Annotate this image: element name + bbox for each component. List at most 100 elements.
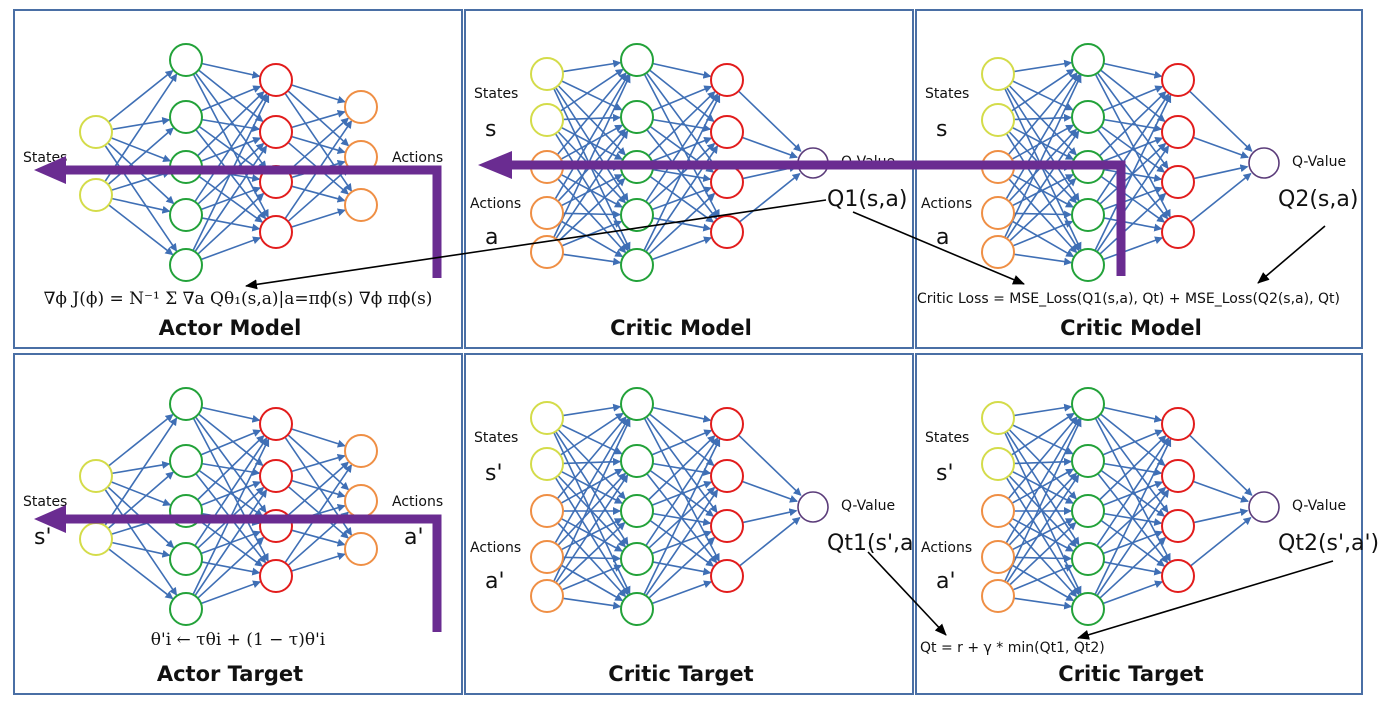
network-edge bbox=[1008, 84, 1077, 156]
panel-title: Critic Target bbox=[1058, 662, 1203, 686]
network-edge bbox=[651, 480, 713, 506]
network-edge bbox=[194, 145, 268, 253]
network-edge bbox=[742, 508, 798, 524]
network-edge bbox=[1094, 438, 1172, 595]
network-edge bbox=[651, 236, 712, 261]
states-label: States bbox=[474, 86, 518, 102]
neuron-node bbox=[981, 540, 1015, 574]
state-var: s bbox=[936, 117, 947, 142]
network-edge bbox=[1096, 437, 1170, 547]
network-edge bbox=[647, 91, 716, 157]
q-value-node bbox=[1248, 491, 1280, 523]
q1-to-critic-loss-arrow bbox=[852, 211, 1025, 285]
actions-label: Actions bbox=[921, 196, 972, 212]
state-var: s' bbox=[34, 525, 52, 550]
panel-title: Actor Target bbox=[157, 662, 303, 686]
neuron-node bbox=[710, 63, 744, 97]
neuron-node bbox=[344, 484, 378, 518]
network-edges bbox=[1004, 59, 1253, 266]
neuron-node bbox=[169, 542, 203, 576]
neuron-node bbox=[79, 178, 113, 212]
neuron-node bbox=[981, 447, 1015, 481]
network-edge bbox=[1010, 412, 1075, 456]
network-edge bbox=[1193, 508, 1249, 524]
neuron-node bbox=[259, 215, 293, 249]
network-edge bbox=[1011, 124, 1075, 160]
neuron-node bbox=[79, 459, 113, 493]
network-edge bbox=[1189, 173, 1252, 223]
panel-border bbox=[464, 9, 914, 349]
actions-label: Actions bbox=[921, 540, 972, 556]
network-edge bbox=[200, 580, 261, 605]
network-edge bbox=[652, 406, 712, 423]
actions-label: Actions bbox=[470, 196, 521, 212]
network-edge bbox=[1007, 72, 1078, 156]
action-var: a bbox=[485, 225, 498, 250]
state-var: s' bbox=[485, 461, 503, 486]
neuron-node bbox=[710, 165, 744, 199]
neuron-node bbox=[710, 459, 744, 493]
neuron-node bbox=[710, 509, 744, 543]
panel-border bbox=[13, 9, 463, 349]
network-edge bbox=[556, 416, 627, 500]
network-edge bbox=[291, 453, 346, 473]
network-edge bbox=[107, 127, 174, 186]
neuron-node bbox=[1161, 559, 1195, 593]
network-edge bbox=[111, 541, 171, 558]
network-edge bbox=[287, 485, 349, 539]
network-edge bbox=[558, 177, 626, 242]
q-value-var: Q2(s,a) bbox=[1278, 187, 1358, 212]
neuron-node bbox=[981, 579, 1015, 613]
network-edge bbox=[737, 434, 802, 496]
network-edge bbox=[562, 597, 622, 610]
actor-target-flow-arrow bbox=[62, 514, 442, 632]
neuron-node bbox=[259, 407, 293, 441]
network-edge bbox=[738, 173, 801, 223]
neuron-node bbox=[169, 43, 203, 77]
network-edge bbox=[1103, 406, 1163, 423]
state-var: s' bbox=[936, 461, 954, 486]
network-edge bbox=[557, 428, 626, 500]
update-formula: θ'i ← τθi + (1 − τ)θ'i bbox=[151, 630, 326, 650]
neuron-node bbox=[620, 100, 654, 134]
neuron-node bbox=[530, 540, 564, 574]
network-edge bbox=[558, 521, 626, 586]
neuron-node bbox=[710, 115, 744, 149]
network-edge bbox=[104, 73, 178, 183]
neuron-node bbox=[981, 196, 1015, 230]
neuron-node bbox=[981, 57, 1015, 91]
network-edge bbox=[107, 69, 174, 123]
network-nodes bbox=[981, 43, 1280, 282]
network-edge bbox=[1099, 69, 1166, 123]
network-edge bbox=[287, 117, 350, 173]
neuron-node bbox=[530, 494, 564, 528]
neuron-node bbox=[344, 90, 378, 124]
neuron-node bbox=[169, 100, 203, 134]
neuron-node bbox=[1071, 43, 1105, 77]
network-edge bbox=[201, 62, 261, 79]
network-edge bbox=[287, 167, 350, 223]
network-edge bbox=[1013, 597, 1073, 610]
network-edge bbox=[1102, 236, 1163, 261]
network-edge bbox=[1098, 91, 1167, 157]
network-edge bbox=[561, 220, 623, 247]
network-edge bbox=[557, 472, 627, 546]
neuron-node bbox=[1161, 165, 1195, 199]
network-edge bbox=[284, 464, 353, 564]
network-edge bbox=[200, 480, 262, 506]
network-edge bbox=[111, 170, 171, 192]
network-edge bbox=[651, 136, 713, 162]
network-edge bbox=[1192, 480, 1249, 503]
neuron-node bbox=[1071, 100, 1105, 134]
network-edge bbox=[651, 85, 713, 112]
network-edge bbox=[1096, 93, 1170, 203]
network-edge bbox=[557, 178, 627, 254]
network-edges bbox=[1004, 403, 1253, 610]
neuron-node bbox=[1161, 63, 1195, 97]
network-edge bbox=[559, 68, 624, 112]
